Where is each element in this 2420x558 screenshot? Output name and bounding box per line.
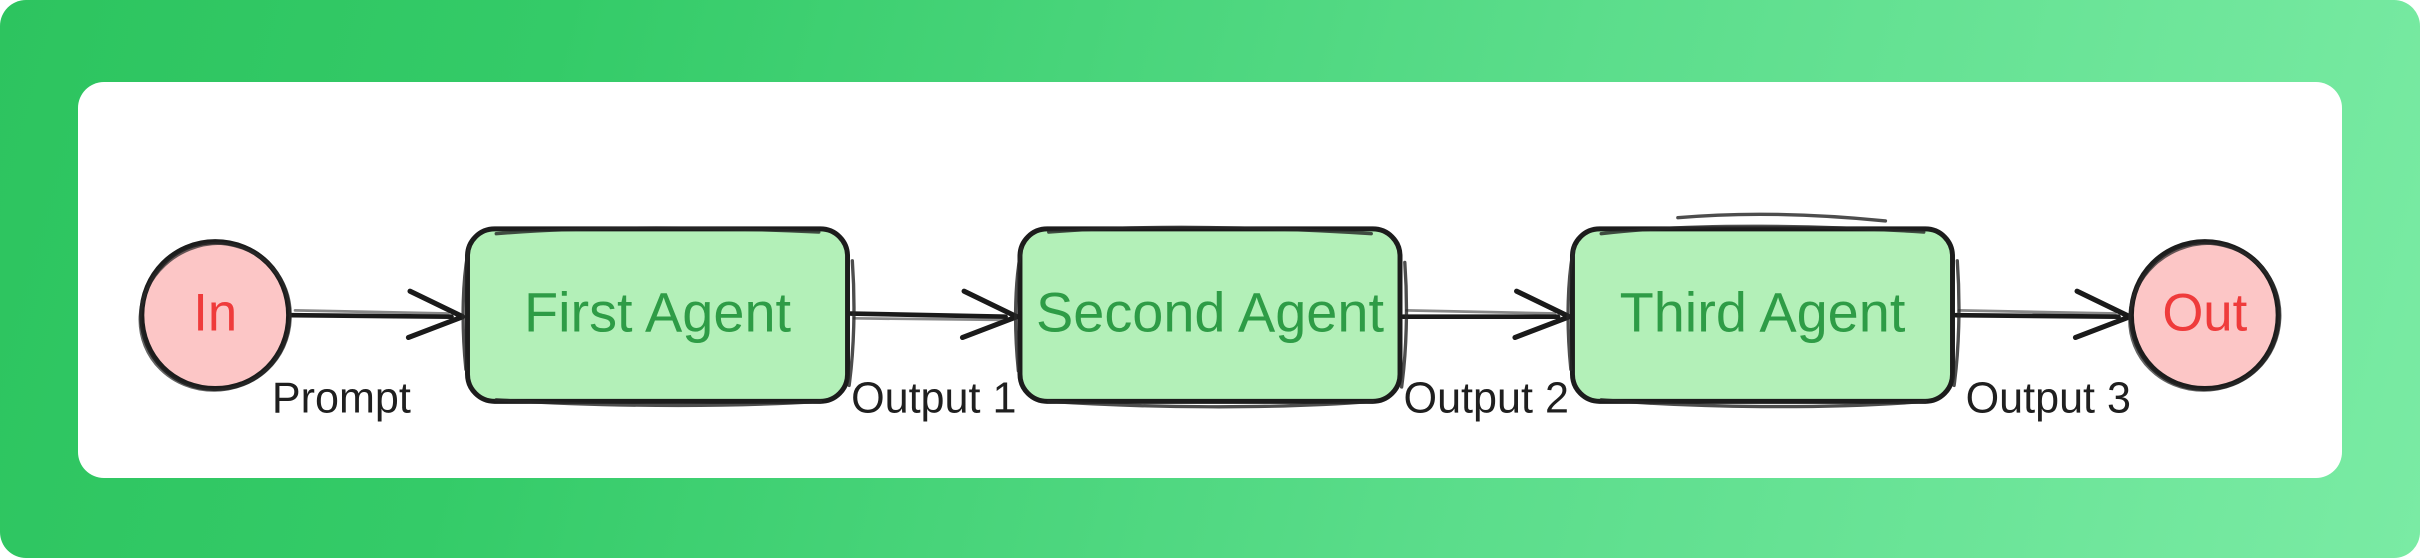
node-in-shape-sketch bbox=[138, 241, 292, 392]
node-first-agent-shape-sketch bbox=[461, 226, 856, 408]
node-in-label: In bbox=[193, 284, 237, 343]
edge-output-2-line-sketch bbox=[1405, 308, 1557, 315]
node-out-shape-sketch bbox=[2128, 241, 2282, 392]
edge-label-output-3: Output 3 bbox=[1966, 375, 2131, 423]
node-second-agent[interactable]: Second Agent bbox=[1013, 225, 1409, 409]
edge-prompt-line bbox=[289, 312, 454, 320]
node-out[interactable]: Out bbox=[2128, 239, 2282, 392]
node-in[interactable]: In bbox=[138, 239, 292, 392]
node-third-agent[interactable]: Third Agent bbox=[1566, 212, 1961, 409]
edge-output-1-line-sketch bbox=[852, 316, 1004, 322]
node-third-agent-shape bbox=[1569, 226, 1955, 404]
node-first-agent-label: First Agent bbox=[524, 280, 792, 343]
node-out-label: Out bbox=[2162, 284, 2247, 343]
edge-label-prompt: Prompt bbox=[272, 375, 411, 423]
edge-prompt[interactable]: Prompt bbox=[272, 288, 466, 423]
edge-output-1[interactable]: Output 1 bbox=[848, 288, 1020, 423]
flowchart-canvas: Prompt Output 1 Output 2 Outp bbox=[138, 212, 2282, 423]
diagram-card: Prompt Output 1 Output 2 Outp bbox=[78, 82, 2342, 478]
node-first-agent[interactable]: First Agent bbox=[461, 226, 856, 408]
edge-output-3-line bbox=[1953, 312, 2121, 320]
edge-label-output-1: Output 1 bbox=[851, 375, 1016, 423]
edge-output-2[interactable]: Output 2 bbox=[1400, 288, 1572, 423]
node-third-agent-shape-sketch bbox=[1566, 212, 1961, 409]
edge-prompt-line-sketch bbox=[293, 308, 450, 315]
edge-label-output-2: Output 2 bbox=[1404, 375, 1569, 423]
node-second-agent-shape-sketch bbox=[1013, 225, 1409, 409]
edge-output-1-line bbox=[848, 311, 1008, 320]
edge-output-3[interactable]: Output 3 bbox=[1953, 288, 2133, 423]
edge-output-3-line-sketch bbox=[1957, 308, 2117, 315]
node-second-agent-label: Second Agent bbox=[1036, 280, 1384, 343]
node-third-agent-label: Third Agent bbox=[1620, 280, 1906, 343]
